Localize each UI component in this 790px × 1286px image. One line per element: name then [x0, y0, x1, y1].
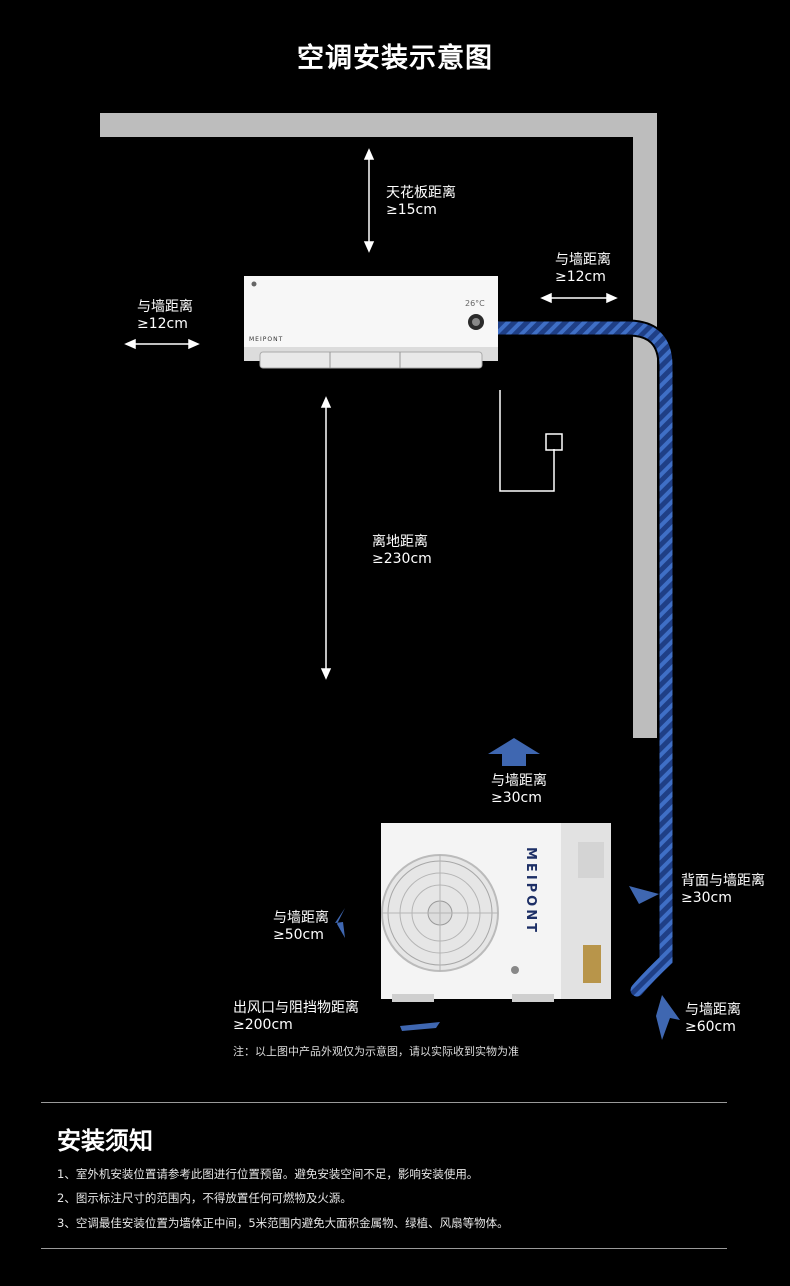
- outdoor-unit: [381, 823, 611, 1002]
- outdoor-brand-label: MEIPONT: [523, 847, 538, 935]
- label-name: 与墙距离: [685, 1002, 741, 1018]
- indoor-unit: [244, 276, 498, 369]
- label-value: ≥200cm: [233, 1017, 293, 1033]
- divider-top: [41, 1102, 727, 1103]
- label-name: 与墙距离: [273, 910, 329, 926]
- label-name: 与墙距离: [491, 773, 547, 789]
- outdoor-back-distance-label: 背面与墙距离 ≥30cm: [681, 873, 765, 907]
- outdoor-left-distance-label: 与墙距离 ≥50cm: [273, 910, 329, 944]
- outdoor-top-distance-label: 与墙距离 ≥30cm: [491, 773, 547, 807]
- label-name: 出风口与阻挡物距离: [233, 1000, 359, 1016]
- wall-outline: [100, 113, 657, 738]
- label-value: ≥50cm: [273, 927, 324, 943]
- indoor-display-readout: 26°C: [465, 299, 485, 308]
- label-value: ≥12cm: [555, 269, 606, 285]
- instruction-item: 3、空调最佳安装位置为墙体正中间，5米范围内避免大面积金属物、绿植、风扇等物体。: [57, 1216, 509, 1230]
- instruction-item: 1、室外机安装位置请参考此图进行位置预留。避免安装空间不足，影响安装使用。: [57, 1167, 479, 1181]
- instructions-heading: 安装须知: [57, 1127, 153, 1155]
- label-name: 天花板距离: [386, 185, 456, 201]
- disclaimer-note: 注：以上图中产品外观仅为示意图，请以实际收到实物为准: [233, 1045, 519, 1058]
- airflow-arrows: [335, 738, 680, 1040]
- label-value: ≥12cm: [137, 316, 188, 332]
- label-name: 与墙距离: [555, 252, 611, 268]
- label-value: ≥60cm: [685, 1019, 736, 1035]
- drain-line: [499, 390, 555, 492]
- left-wall-distance-label: 与墙距离 ≥12cm: [137, 299, 193, 333]
- label-value: ≥30cm: [681, 890, 732, 906]
- instruction-item: 2、图示标注尺寸的范围内，不得放置任何可燃物及火源。: [57, 1191, 352, 1205]
- label-name: 离地距离: [372, 534, 428, 550]
- outdoor-right-distance-label: 与墙距离 ≥60cm: [685, 1002, 741, 1036]
- label-name: 与墙距离: [137, 299, 193, 315]
- floor-distance-label: 离地距离 ≥230cm: [372, 534, 432, 568]
- dimension-arrows: [124, 148, 618, 680]
- divider-bottom: [41, 1248, 727, 1249]
- right-wall-distance-label: 与墙距离 ≥12cm: [555, 252, 611, 286]
- label-value: ≥30cm: [491, 790, 542, 806]
- label-value: ≥230cm: [372, 551, 432, 567]
- label-name: 背面与墙距离: [681, 873, 765, 889]
- ceiling-distance-label: 天花板距离 ≥15cm: [386, 185, 456, 219]
- outdoor-outlet-distance-label: 出风口与阻挡物距离 ≥200cm: [233, 1000, 359, 1034]
- label-value: ≥15cm: [386, 202, 437, 218]
- page-title: 空调安装示意图: [297, 43, 493, 74]
- indoor-brand-label: MEIPONT: [249, 336, 284, 343]
